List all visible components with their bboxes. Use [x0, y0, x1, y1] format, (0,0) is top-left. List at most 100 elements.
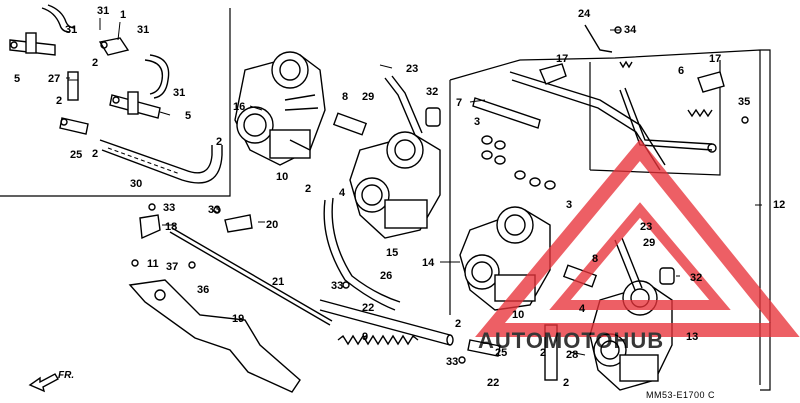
callout-8: 8	[592, 253, 598, 265]
spacer-parts-3	[481, 135, 556, 190]
carburetor-15	[349, 131, 441, 239]
callout-28: 28	[566, 349, 578, 361]
callout-17: 17	[709, 53, 721, 65]
carburetor-group-frame	[449, 49, 771, 391]
cap-32b	[659, 267, 675, 285]
front-direction-arrow: FR.	[28, 370, 74, 393]
callout-2: 2	[56, 95, 62, 107]
callout-31: 31	[65, 24, 77, 36]
fitting-25	[59, 117, 89, 135]
callout-3: 3	[474, 116, 480, 128]
callout-33: 33	[331, 280, 343, 292]
callout-12: 12	[773, 199, 785, 211]
callout-7: 7	[456, 97, 462, 109]
three-way-joint-b	[109, 91, 161, 119]
callout-22: 22	[487, 377, 499, 389]
callout-2: 2	[92, 57, 98, 69]
joint-1	[98, 37, 130, 56]
callout-6: 6	[678, 65, 684, 77]
callout-33: 33	[446, 356, 458, 368]
cable-bracket-6	[619, 87, 717, 153]
callout-18: 18	[165, 221, 177, 233]
callout-10: 10	[512, 309, 524, 321]
callout-31: 31	[173, 87, 185, 99]
callout-4: 4	[579, 303, 586, 315]
callout-8: 8	[342, 91, 348, 103]
watermark-text: AUTOMOTOHUB	[478, 328, 664, 353]
callout-29: 29	[643, 237, 655, 249]
cable-holder-17b	[697, 71, 725, 93]
fuel-tube-29a	[384, 75, 423, 136]
fuel-tube-29b	[614, 237, 643, 291]
cap-32a	[425, 107, 441, 127]
callout-26: 26	[380, 270, 392, 282]
three-way-joint-a	[9, 32, 56, 56]
carburetor-14	[459, 206, 551, 311]
callout-22: 22	[362, 302, 374, 314]
callout-21: 21	[272, 276, 284, 288]
automotohub-watermark: AUTOMOTOHUB	[475, 138, 800, 353]
callout-25: 25	[495, 347, 507, 359]
callout-35: 35	[738, 96, 750, 108]
callout-10: 10	[276, 171, 288, 183]
hose-short-27	[67, 71, 79, 101]
front-direction-label: FR.	[58, 370, 74, 381]
callout-2: 2	[216, 136, 222, 148]
callout-4: 4	[339, 187, 346, 199]
callout-31: 31	[137, 24, 149, 36]
fuel-hose-long	[323, 197, 401, 311]
drawing-code: MM53-E1700 C	[646, 390, 715, 400]
callout-2: 2	[92, 148, 98, 160]
callout-3: 3	[566, 199, 572, 211]
bolt-screws	[131, 26, 749, 364]
callout-33: 33	[208, 204, 220, 216]
bracket-18	[139, 214, 161, 240]
callout-23: 23	[640, 221, 652, 233]
callout-24: 24	[578, 8, 591, 20]
callout-2: 2	[540, 347, 546, 359]
clip-24	[584, 24, 613, 53]
callout-11: 11	[147, 258, 159, 270]
choke-cable-21	[169, 227, 333, 326]
callout-33: 33	[163, 202, 175, 214]
callout-32: 32	[426, 86, 438, 98]
callout-1: 1	[120, 9, 126, 21]
callout-23: 23	[406, 63, 418, 75]
callout-9: 9	[362, 331, 368, 343]
spring-set	[619, 60, 713, 118]
callout-32: 32	[690, 272, 702, 284]
callout-5: 5	[185, 110, 191, 122]
drain-hose-30	[99, 139, 223, 184]
callout-2: 2	[563, 377, 569, 389]
callout-19: 19	[232, 313, 244, 325]
callout-13: 13	[686, 331, 698, 343]
throttle-link-7	[472, 71, 666, 171]
joint-pipe-8a	[332, 112, 368, 136]
callout-27: 27	[48, 73, 60, 85]
vent-hose-2	[144, 54, 170, 99]
callout-20: 20	[266, 219, 278, 231]
callout-2: 2	[305, 183, 311, 195]
callout-17: 17	[556, 53, 568, 65]
callout-30: 30	[130, 178, 142, 190]
callout-14: 14	[422, 257, 435, 269]
choke-arm-19	[128, 279, 301, 393]
callout-37: 37	[166, 261, 178, 273]
callout-16: 16	[233, 101, 245, 113]
leader-lines	[66, 18, 762, 356]
inset-frame	[0, 8, 231, 197]
callout-15: 15	[386, 247, 398, 259]
callout-2: 2	[455, 318, 461, 330]
callout-34: 34	[624, 24, 637, 36]
callout-36: 36	[197, 284, 209, 296]
carburetor-16	[234, 51, 326, 166]
clip-20	[224, 214, 253, 233]
callout-31: 31	[97, 5, 109, 17]
callout-29: 29	[362, 91, 374, 103]
joint-25b	[467, 339, 501, 357]
cable-holder-17a	[539, 63, 567, 85]
spring-9	[337, 334, 419, 346]
vent-hose-1	[41, 4, 75, 33]
